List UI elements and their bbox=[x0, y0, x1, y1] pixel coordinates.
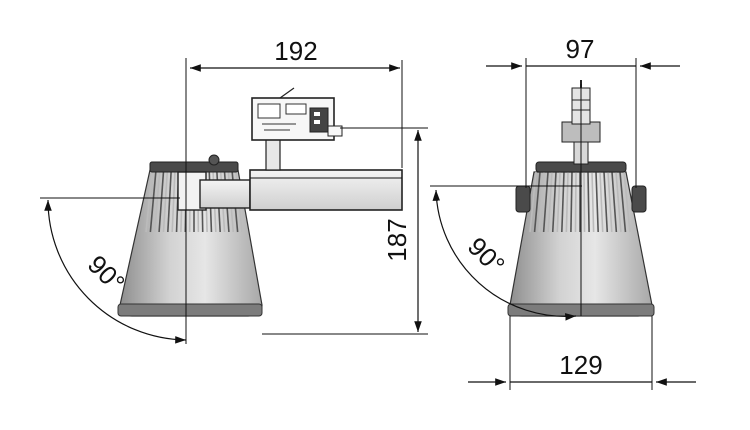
heatsink-fin bbox=[570, 171, 573, 233]
side-knob bbox=[208, 154, 220, 166]
side-cone-rim bbox=[117, 303, 263, 317]
heatsink-fin bbox=[595, 171, 599, 233]
side-arm bbox=[199, 179, 251, 209]
front-heatsink-fins bbox=[529, 171, 631, 233]
heatsink-fin bbox=[623, 171, 631, 233]
side-track-adapter bbox=[251, 87, 343, 141]
side-driver-housing bbox=[249, 169, 403, 211]
heatsink-fin bbox=[603, 171, 609, 233]
side-height-dimension: 187 bbox=[382, 218, 412, 261]
front-top-width-dimension: 97 bbox=[566, 34, 595, 64]
heatsink-fin bbox=[574, 171, 577, 233]
heatsink-fin bbox=[591, 171, 595, 233]
front-right-knob bbox=[631, 185, 647, 213]
front-bottom-width-dimension: 129 bbox=[559, 350, 602, 380]
heatsink-fin bbox=[611, 171, 618, 233]
side-cone-cap bbox=[149, 161, 239, 173]
front-view: 97 129 90° bbox=[430, 34, 696, 390]
heatsink-fin bbox=[587, 171, 590, 233]
heatsink-fin bbox=[607, 171, 613, 233]
side-width-dimension: 192 bbox=[274, 36, 317, 66]
side-view: 192 187 90° bbox=[40, 36, 428, 344]
heatsink-fin bbox=[619, 171, 627, 233]
front-left-knob bbox=[515, 185, 531, 213]
heatsink-fin bbox=[615, 171, 622, 233]
side-stem bbox=[265, 137, 281, 171]
heatsink-fin bbox=[583, 171, 586, 233]
heatsink-fin bbox=[599, 171, 604, 233]
